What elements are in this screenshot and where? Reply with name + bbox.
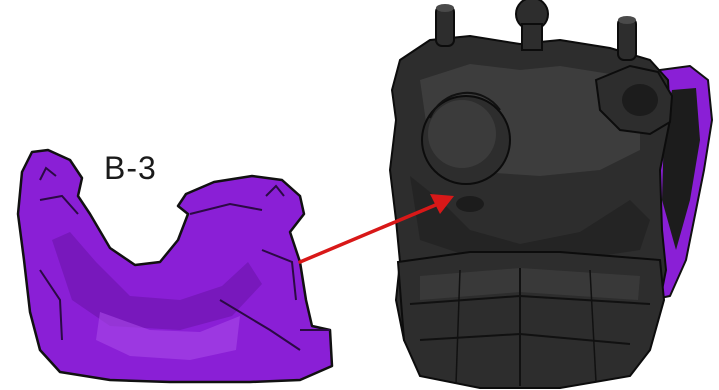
torso-assembly xyxy=(390,0,712,388)
part-label: B-3 xyxy=(104,150,157,187)
peg-right xyxy=(618,18,636,60)
socket xyxy=(456,196,484,212)
part-b3 xyxy=(18,150,332,382)
